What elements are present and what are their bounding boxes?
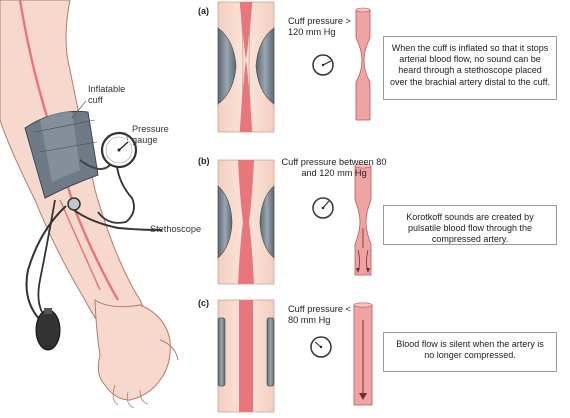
panel-c-pressure: Cuff pressure < 80 mm Hg	[288, 304, 352, 326]
cuff-label: Inflatable cuff	[88, 84, 138, 106]
panel-b-pressure: Cuff pressure between 80 and 120 mm Hg	[280, 157, 388, 179]
panel-a-letter: (a)	[198, 6, 209, 16]
hand	[95, 300, 178, 408]
panel-a-description: When the cuff is inflated so that it sto…	[383, 36, 557, 100]
panel-c-letter: (c)	[198, 298, 209, 308]
stethoscope-label: Stethoscope	[150, 224, 201, 235]
gauge-label: Pressure gauge	[132, 124, 176, 146]
panel-c-description: Blood flow is silent when the artery is …	[383, 332, 557, 372]
panel-b-description: Korotkoff sounds are created by pulsatil…	[383, 205, 557, 245]
panel-b-letter: (b)	[198, 156, 210, 166]
panel-a-pressure: Cuff pressure > 120 mm Hg	[288, 16, 354, 38]
